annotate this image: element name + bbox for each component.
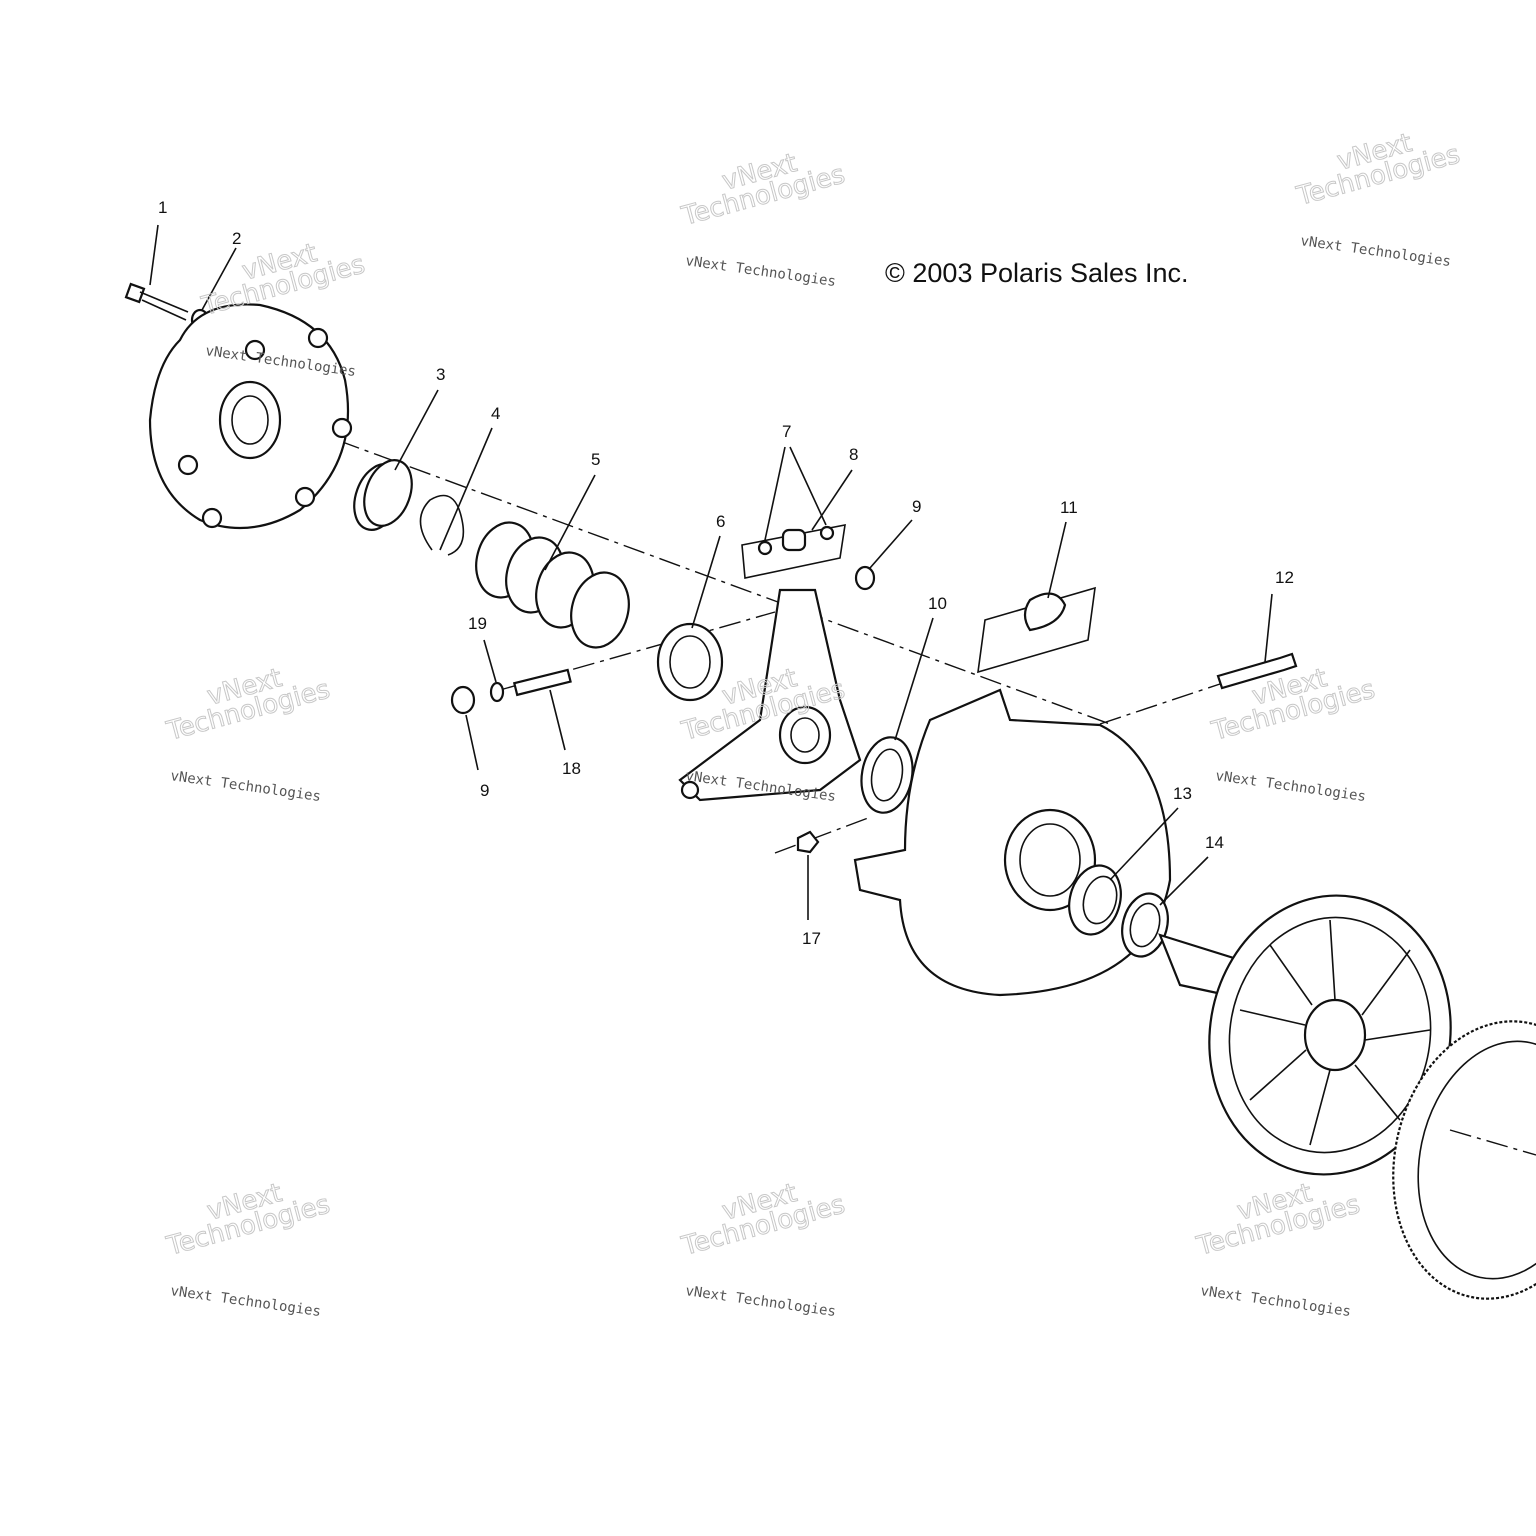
watermark: vNext Technologies vNext Technologies (678, 148, 849, 290)
svg-text:vNext Technologies: vNext Technologies (1299, 233, 1451, 270)
watermark: vNext Technologies vNext Technologies (678, 1178, 849, 1320)
callout-19: 19 (468, 614, 487, 633)
cover-plate (148, 303, 353, 530)
callout-3: 3 (436, 365, 445, 384)
part-5-spring (475, 521, 630, 649)
nut-axis-line (774, 817, 869, 854)
callout-14: 14 (1205, 833, 1224, 852)
callout-8: 8 (849, 445, 858, 464)
moveable-sheave (853, 688, 1172, 997)
part-7-8-roller-assembly (741, 523, 846, 579)
callout-9-lower: 9 (480, 781, 489, 800)
part-17-nut (796, 830, 820, 854)
ring-gear (1392, 1020, 1536, 1300)
part-9-cap-left (450, 685, 476, 715)
part-14-washer (1121, 892, 1169, 958)
callout-6: 6 (716, 512, 725, 531)
part-9-cap-right (854, 565, 876, 591)
watermark: vNext Technologies vNext Technologies (198, 238, 369, 380)
part-13-bushing (1068, 864, 1122, 936)
callout-11: 11 (1060, 498, 1078, 517)
watermark: vNext Technologies vNext Technologies (1293, 128, 1464, 270)
part-10-washer (860, 736, 914, 814)
callout-1: 1 (158, 198, 167, 217)
callout-12: 12 (1275, 568, 1294, 587)
callout-2: 2 (232, 229, 241, 248)
svg-text:vNext Technologies: vNext Technologies (684, 253, 836, 290)
part-4-snap-ring (419, 494, 465, 556)
callout-18: 18 (562, 759, 581, 778)
part-12-bolt (1216, 652, 1298, 690)
part-1-bolt (124, 282, 189, 321)
callout-13: 13 (1173, 784, 1192, 803)
svg-text:vNext Technologies: vNext Technologies (684, 1283, 836, 1320)
callout-17: 17 (802, 929, 821, 948)
part-19-o-ring (489, 681, 505, 703)
callout-7: 7 (782, 422, 791, 441)
part-11-weight (977, 586, 1096, 674)
callout-5: 5 (591, 450, 600, 469)
part-6-roller (656, 622, 724, 702)
part-18-pin (512, 668, 572, 697)
spider-arm (678, 588, 862, 802)
svg-text:vNext Technologies: vNext Technologies (169, 1283, 321, 1320)
svg-text:vNext Technologies: vNext Technologies (1199, 1283, 1351, 1320)
watermark: vNext Technologies vNext Technologies (163, 663, 334, 805)
bolt-axis-line (1099, 683, 1221, 725)
callout-10: 10 (928, 594, 947, 613)
svg-text:vNext Technologies: vNext Technologies (169, 768, 321, 805)
watermark: vNext Technologies vNext Technologies (163, 1178, 334, 1320)
leader-lines (149, 224, 1273, 920)
svg-text:vNext Technologies: vNext Technologies (1214, 768, 1366, 805)
watermark: vNext Technologies vNext Technologies (1193, 1178, 1364, 1320)
copyright-text: © 2003 Polaris Sales Inc. (885, 258, 1189, 288)
callout-4: 4 (491, 404, 500, 423)
callout-9-upper: 9 (912, 497, 921, 516)
part-3-bushing (353, 459, 413, 531)
